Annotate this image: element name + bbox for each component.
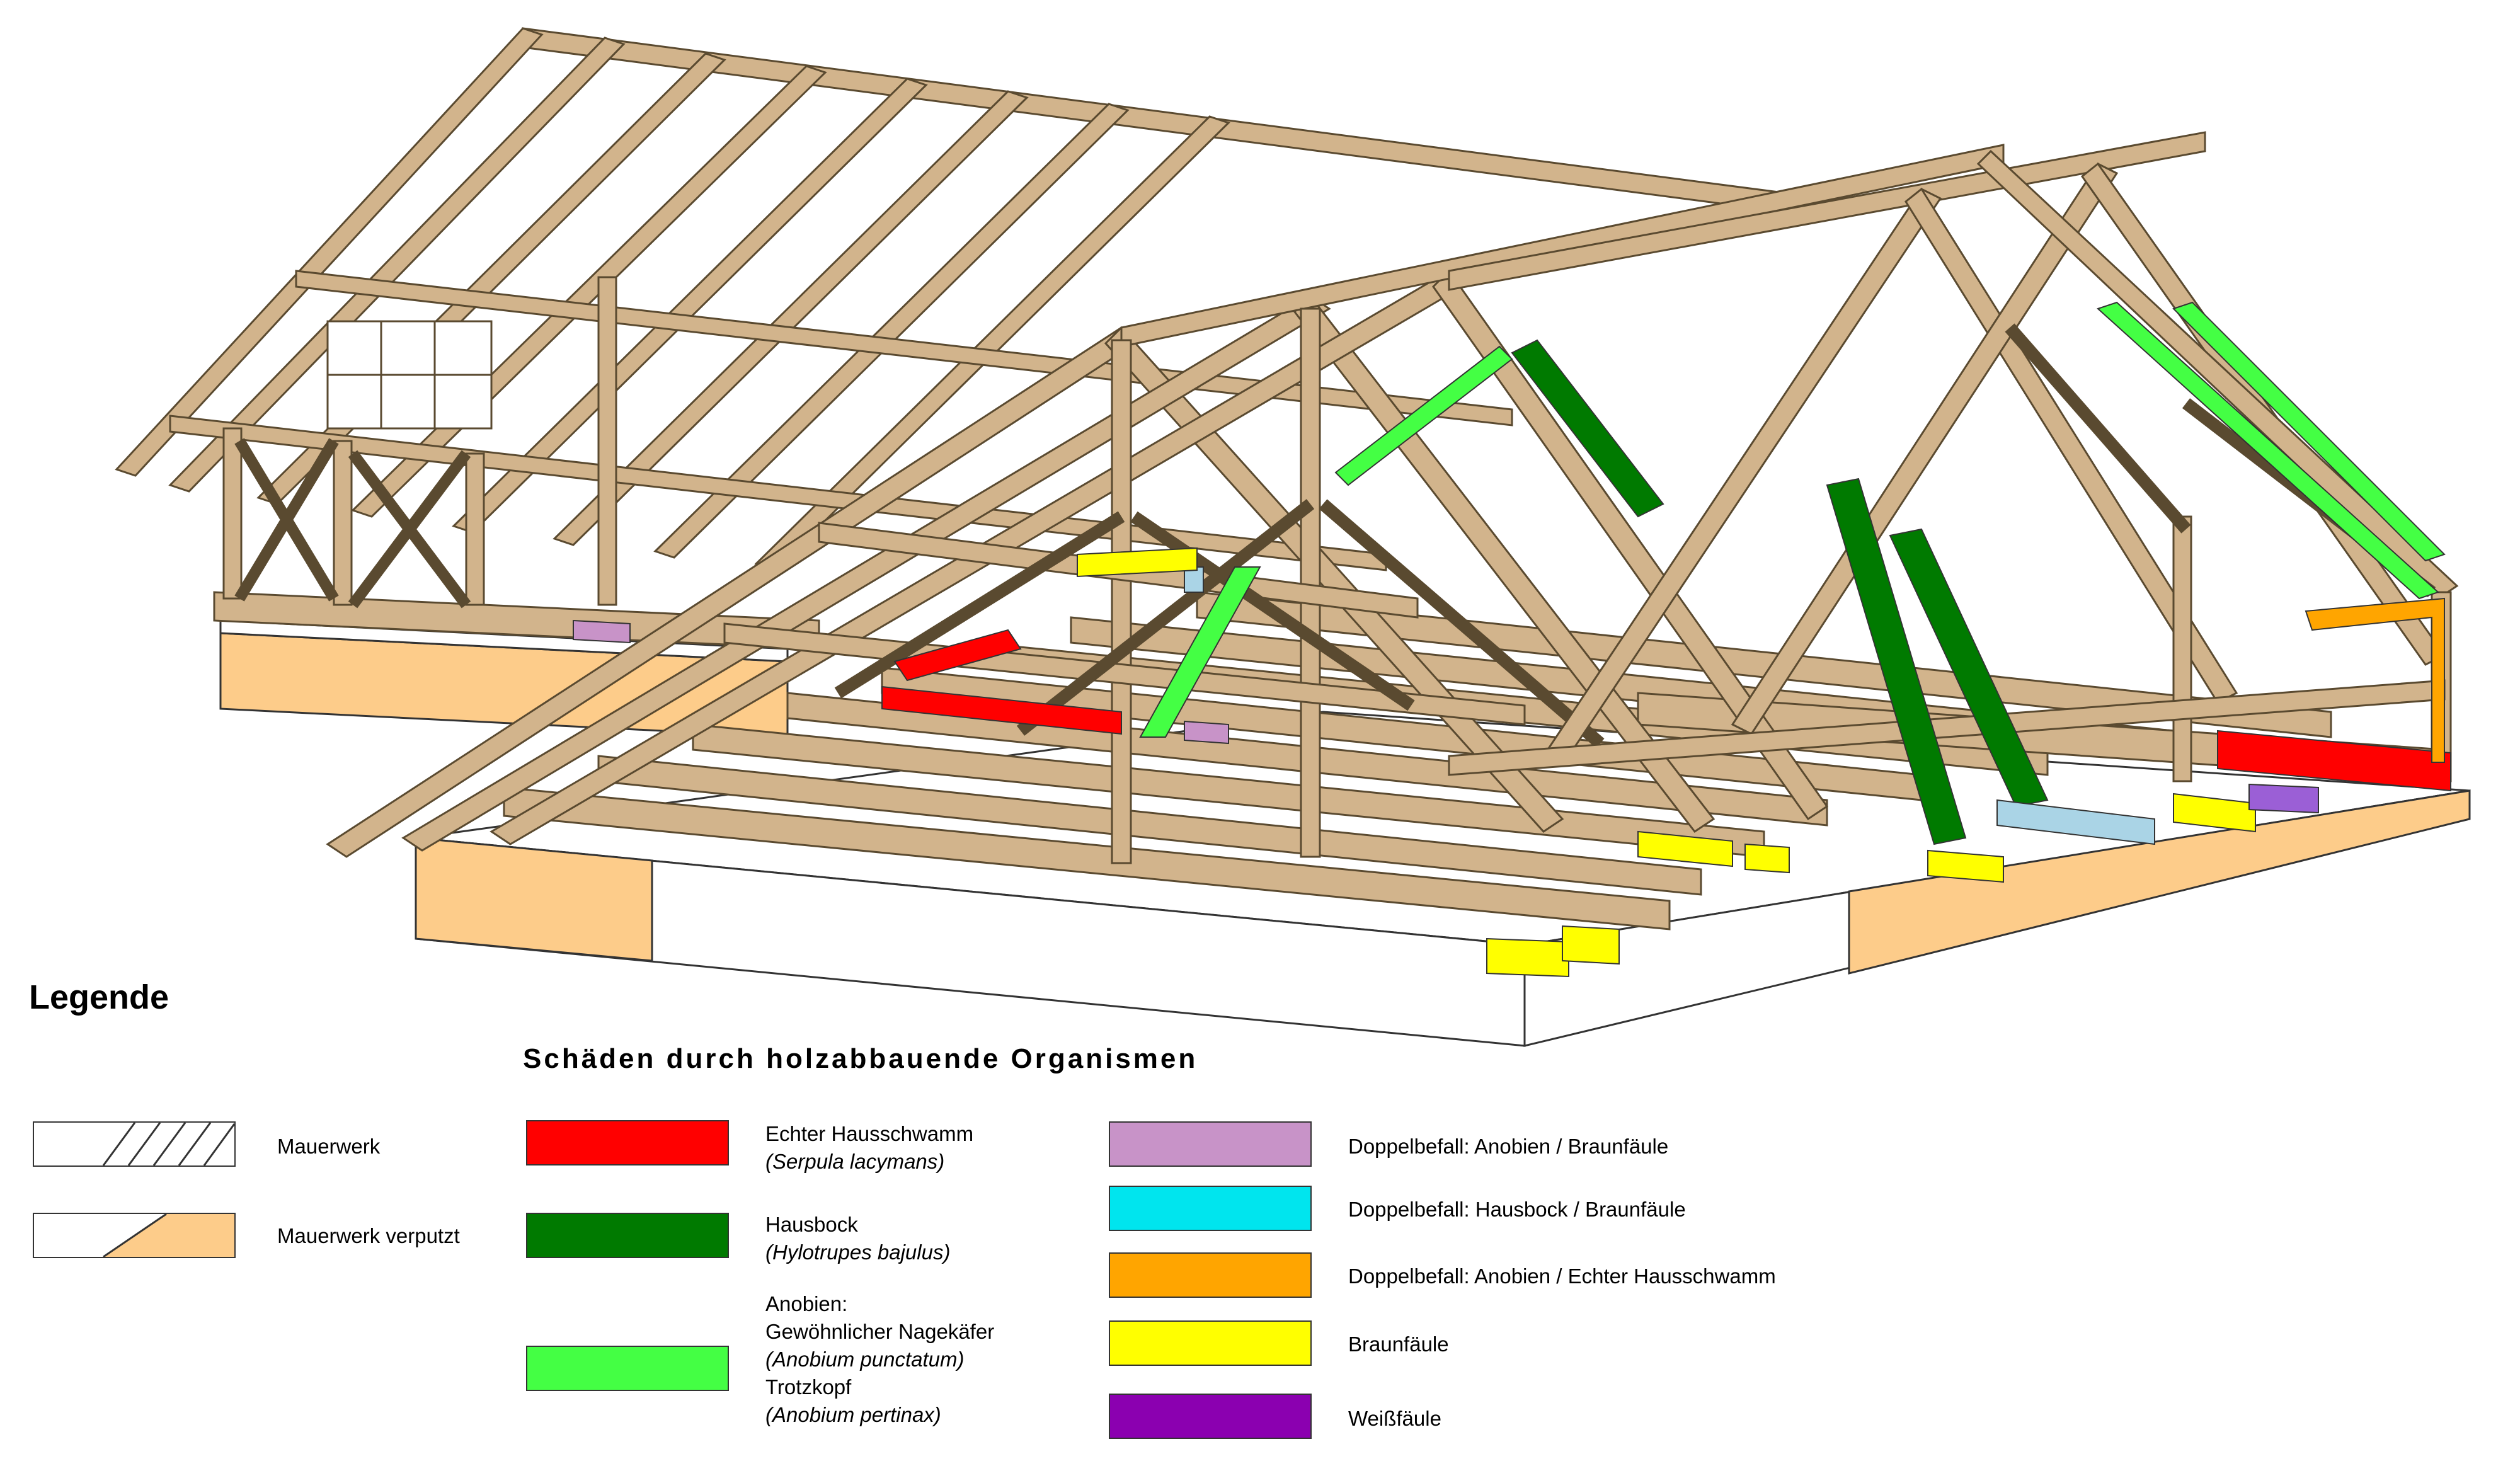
label-hausbock: Hausbock (Hylotrupes bajulus) bbox=[765, 1213, 951, 1264]
swatch-hausbock bbox=[526, 1213, 729, 1258]
roof-structure-diagram bbox=[115, 27, 2471, 1047]
swatch-echter-hausschwamm bbox=[526, 1120, 729, 1165]
label-weissfaeule: Weißfäule bbox=[1348, 1407, 1441, 1430]
swatch-anobien bbox=[526, 1346, 729, 1391]
label-braunfaeule: Braunfäule bbox=[1348, 1332, 1449, 1356]
swatch-mauerwerk bbox=[33, 1121, 236, 1167]
swatch-doppel-hausbock-braunfaeule bbox=[1109, 1186, 1312, 1231]
label-mauerwerk: Mauerwerk bbox=[277, 1135, 381, 1158]
label-doppel-hausbock-braunfaeule: Doppelbefall: Hausbock / Braunfäule bbox=[1348, 1198, 1686, 1221]
rear-roof-wing bbox=[115, 27, 1828, 609]
swatch-braunfaeule bbox=[1109, 1320, 1312, 1366]
swatch-doppel-anobien-hausschwamm bbox=[1109, 1252, 1312, 1298]
label-doppel-anobien-hausschwamm: Doppelbefall: Anobien / Echter Hausschwa… bbox=[1348, 1264, 1776, 1288]
legend-subtitle: Schäden durch holzabbauende Organismen bbox=[523, 1043, 1198, 1074]
label-echter-hausschwamm: Echter Hausschwamm (Serpula lacymans) bbox=[765, 1122, 974, 1173]
label-mauerwerk-verputzt: Mauerwerk verputzt bbox=[277, 1224, 460, 1247]
swatch-doppel-anobien-braunfaeule bbox=[1109, 1121, 1312, 1167]
swatch-weissfaeule bbox=[1109, 1394, 1312, 1439]
label-doppel-anobien-braunfaeule: Doppelbefall: Anobien / Braunfäule bbox=[1348, 1135, 1669, 1158]
front-roof-wing bbox=[326, 131, 2459, 864]
damage-highlights bbox=[573, 301, 2451, 978]
swatch-mauerwerk-verputzt bbox=[33, 1213, 236, 1258]
legend-title: Legende bbox=[29, 978, 169, 1016]
label-anobien: Anobien: Gewöhnlicher Nagekäfer (Anobium… bbox=[765, 1292, 995, 1426]
